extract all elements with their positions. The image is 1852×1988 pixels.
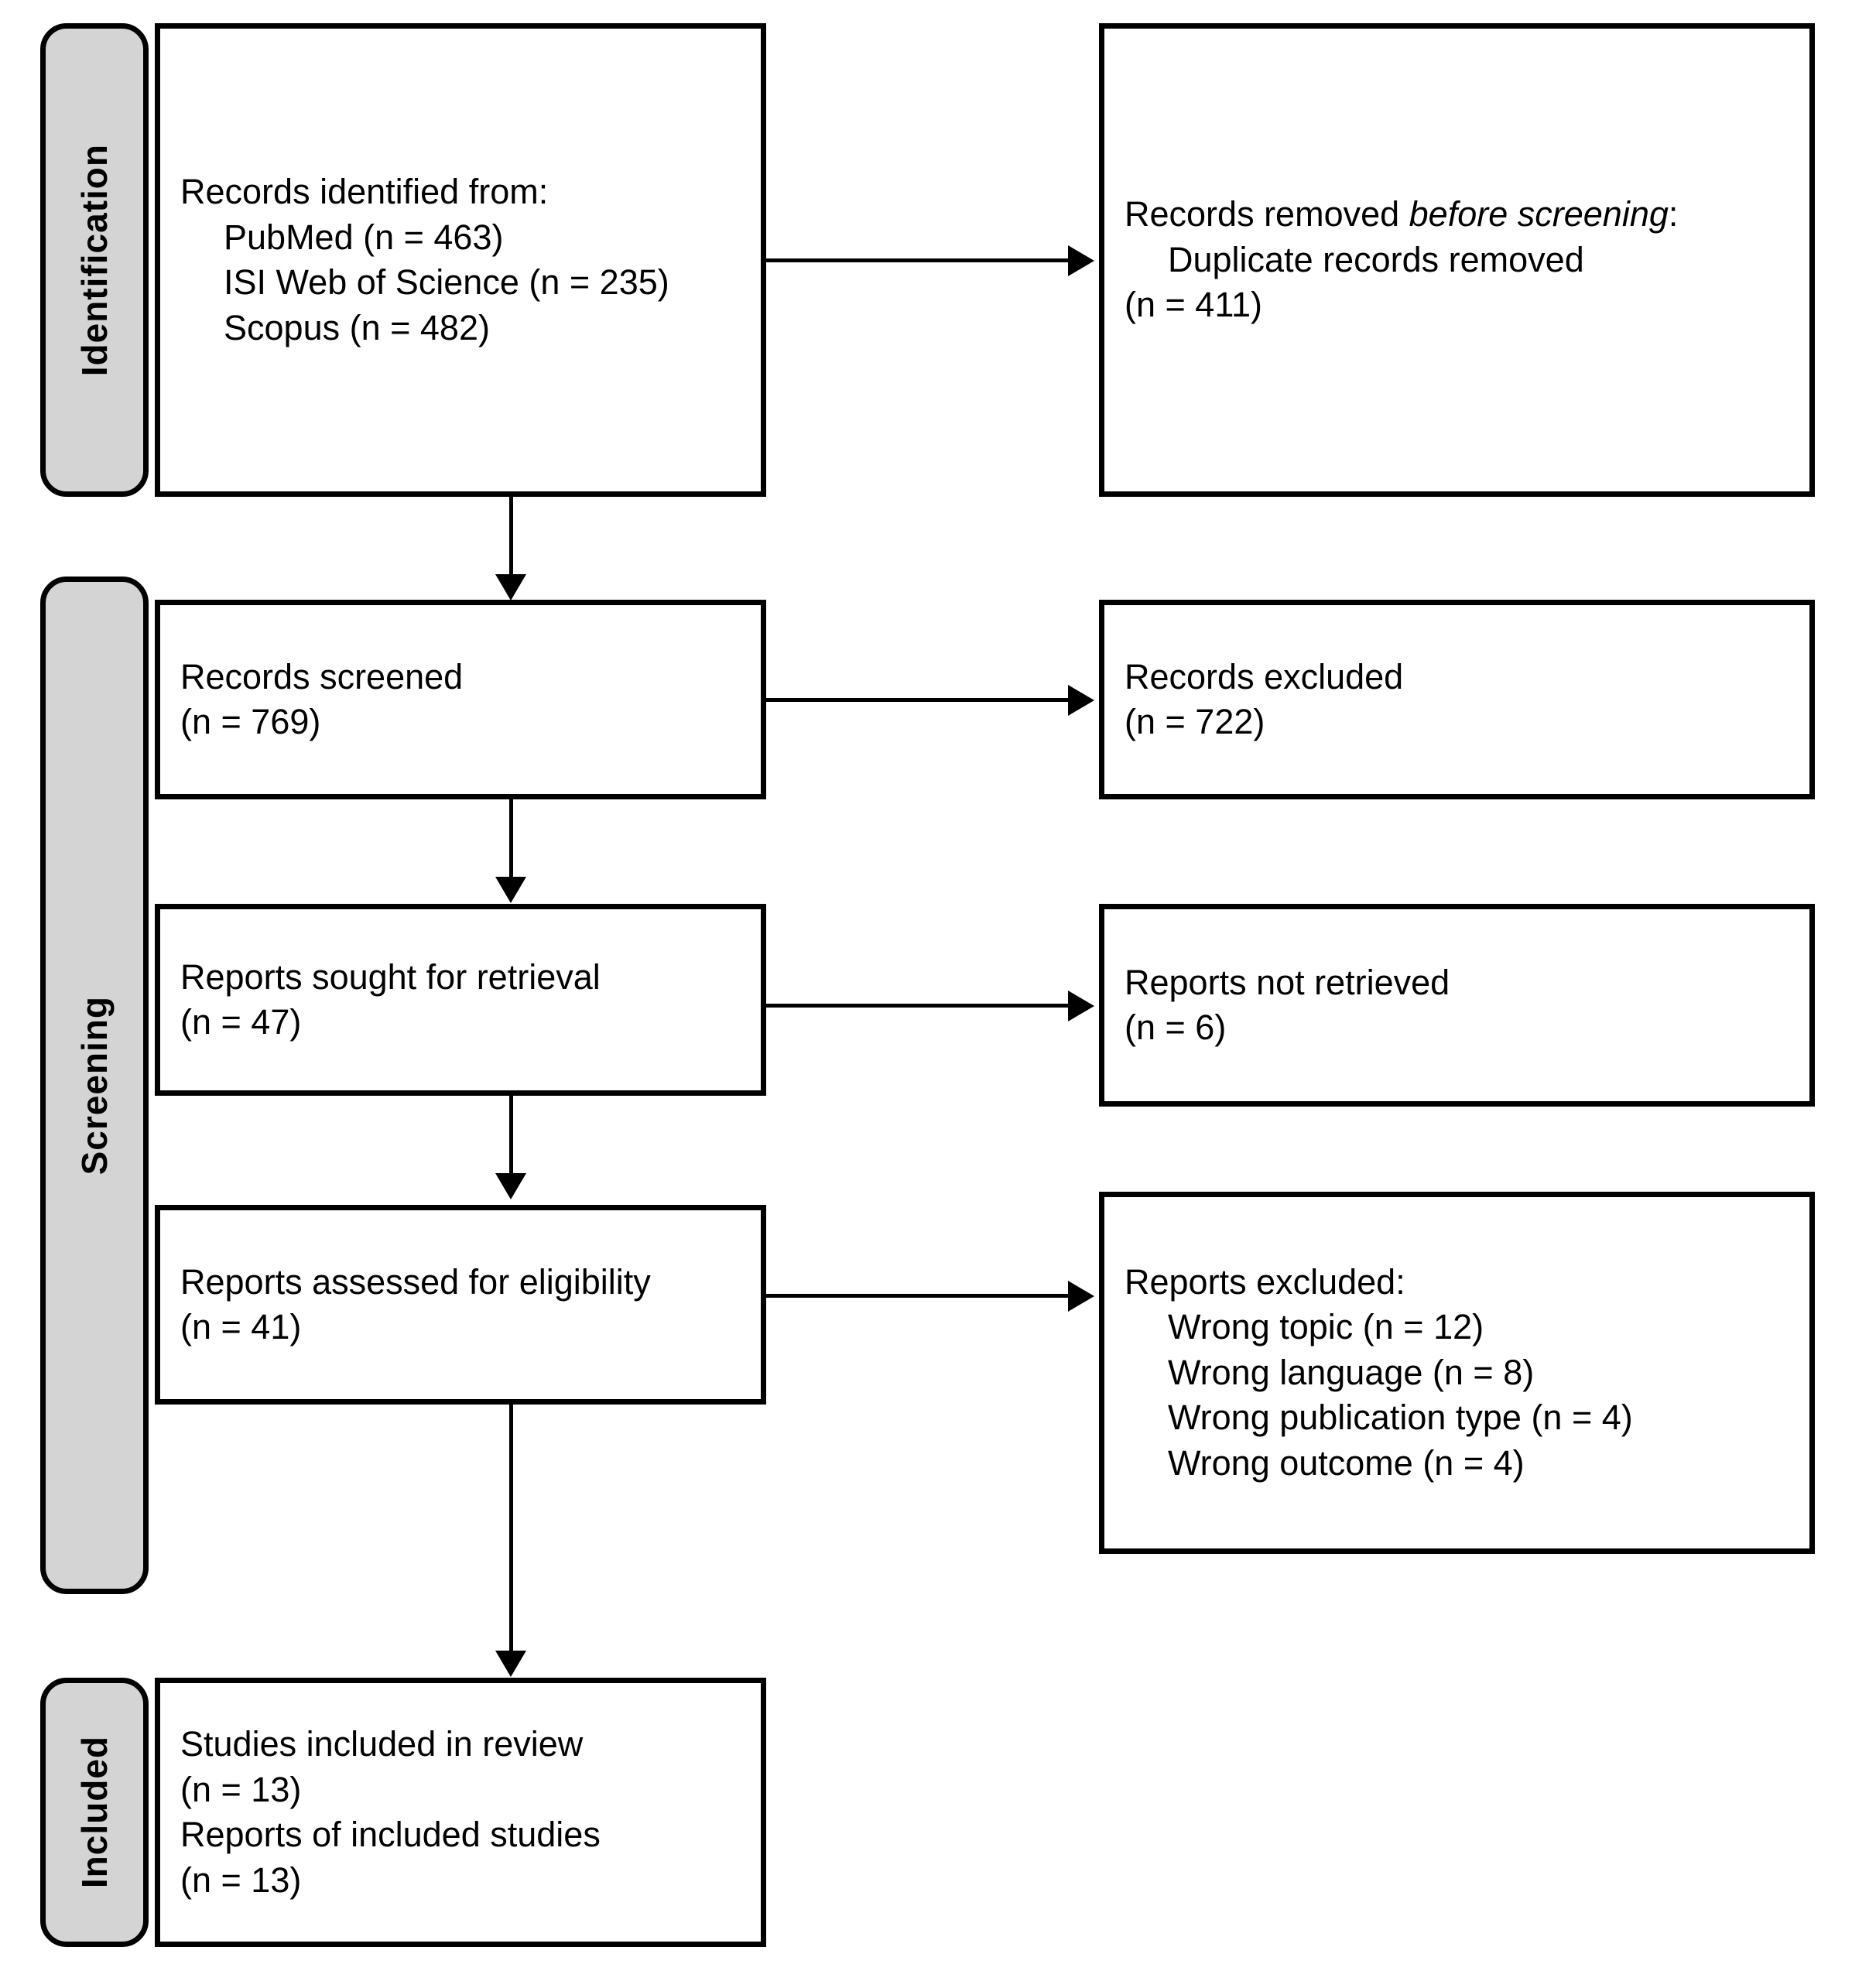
connector-screened-to-sought [509, 799, 513, 877]
reports-sought-title: Reports sought for retrieval [180, 956, 601, 997]
records-identified-source-isi: ISI Web of Science (n = 235) [224, 262, 669, 302]
box-reports-assessed-for-eligibility: Reports assessed for eligibility (n = 41… [155, 1205, 766, 1405]
box-reports-sought-for-retrieval: Reports sought for retrieval (n = 47) [155, 904, 766, 1096]
records-removed-title-plain: Records removed [1125, 194, 1409, 234]
reports-excluded-reason-wrong-outcome: Wrong outcome (n = 4) [1168, 1442, 1525, 1483]
records-removed-title-italic: before screening [1409, 194, 1669, 234]
stage-label-included: Included [40, 1678, 149, 1947]
records-removed-title: Records removed before screening: [1125, 192, 1789, 238]
studies-included-count: (n = 13) [180, 1769, 302, 1809]
reports-excluded-reason-wrong-publication-type: Wrong publication type (n = 4) [1168, 1398, 1633, 1438]
arrow-right-icon-to-not-retrieved [1068, 991, 1094, 1021]
records-screened-count: (n = 769) [180, 702, 321, 741]
connector-assessed-to-reports-excluded [766, 1294, 1068, 1298]
box-reports-not-retrieved: Reports not retrieved (n = 6) [1099, 904, 1815, 1107]
records-identified-title: Records identified from: [180, 172, 549, 211]
box-studies-included: Studies included in review (n = 13) Repo… [155, 1678, 766, 1947]
reports-assessed-title: Reports assessed for eligibility [180, 1261, 651, 1302]
box-records-identified: Records identified from: PubMed (n = 463… [155, 23, 766, 497]
box-reports-not-retrieved-text: Reports not retrieved (n = 6) [1104, 960, 1809, 1051]
records-excluded-title: Records excluded [1125, 656, 1404, 696]
records-identified-source-pubmed: PubMed (n = 463) [224, 217, 504, 257]
arrow-down-icon-to-assessed [495, 1173, 526, 1199]
reports-of-included-studies-title: Reports of included studies [180, 1815, 601, 1854]
stage-label-identification-text: Identification [74, 143, 115, 377]
box-records-removed-before-screening: Records removed before screening: Duplic… [1099, 23, 1815, 497]
box-records-screened: Records screened (n = 769) [155, 600, 766, 799]
reports-of-included-studies-count: (n = 13) [180, 1860, 302, 1900]
box-records-removed-text: Records removed before screening: Duplic… [1104, 192, 1809, 328]
stage-label-screening: Screening [40, 577, 149, 1594]
box-records-excluded-text: Records excluded (n = 722) [1104, 655, 1809, 745]
records-excluded-count: (n = 722) [1125, 702, 1265, 741]
arrow-right-icon-to-reports-excluded [1068, 1281, 1094, 1312]
box-records-identified-text: Records identified from: PubMed (n = 463… [160, 169, 761, 351]
studies-included-title: Studies included in review [180, 1724, 584, 1764]
reports-assessed-count: (n = 41) [180, 1307, 302, 1346]
duplicate-records-removed-label: Duplicate records removed [1168, 239, 1584, 279]
box-records-screened-text: Records screened (n = 769) [160, 655, 761, 745]
connector-sought-to-assessed [509, 1096, 513, 1173]
box-reports-sought-text: Reports sought for retrieval (n = 47) [160, 955, 761, 1045]
connector-assessed-to-included [509, 1405, 513, 1651]
reports-excluded-reason-wrong-topic: Wrong topic (n = 12) [1168, 1307, 1484, 1347]
connector-identified-to-removed [766, 258, 1068, 262]
stage-label-included-text: Included [74, 1736, 115, 1889]
box-reports-excluded: Reports excluded: Wrong topic (n = 12) W… [1099, 1192, 1815, 1554]
reports-not-retrieved-title: Reports not retrieved [1125, 962, 1450, 1002]
stage-label-identification: Identification [40, 23, 149, 497]
box-studies-included-text: Studies included in review (n = 13) Repo… [160, 1722, 761, 1903]
reports-excluded-reason-wrong-language: Wrong language (n = 8) [1168, 1352, 1535, 1392]
box-reports-excluded-text: Reports excluded: Wrong topic (n = 12) W… [1104, 1260, 1809, 1487]
reports-sought-count: (n = 47) [180, 1002, 302, 1042]
reports-excluded-title: Reports excluded: [1125, 1261, 1405, 1302]
arrow-right-icon-to-removed [1068, 245, 1094, 276]
arrow-down-icon-to-screened [495, 574, 526, 601]
connector-sought-to-not-retrieved [766, 1004, 1068, 1008]
reports-not-retrieved-count: (n = 6) [1125, 1008, 1227, 1047]
duplicate-records-removed-count: (n = 411) [1125, 285, 1263, 325]
records-screened-title: Records screened [180, 656, 464, 696]
box-reports-assessed-text: Reports assessed for eligibility (n = 41… [160, 1260, 761, 1350]
connector-screened-to-records-excluded [766, 698, 1068, 702]
records-removed-title-suffix: : [1668, 194, 1679, 234]
arrow-right-icon-to-records-excluded [1068, 685, 1094, 716]
stage-label-screening-text: Screening [74, 995, 115, 1175]
arrow-down-icon-to-sought [495, 877, 526, 903]
arrow-down-icon-to-included [495, 1651, 526, 1677]
box-records-excluded: Records excluded (n = 722) [1099, 600, 1815, 799]
records-identified-source-scopus: Scopus (n = 482) [224, 307, 490, 347]
connector-identified-to-screened [509, 497, 513, 574]
